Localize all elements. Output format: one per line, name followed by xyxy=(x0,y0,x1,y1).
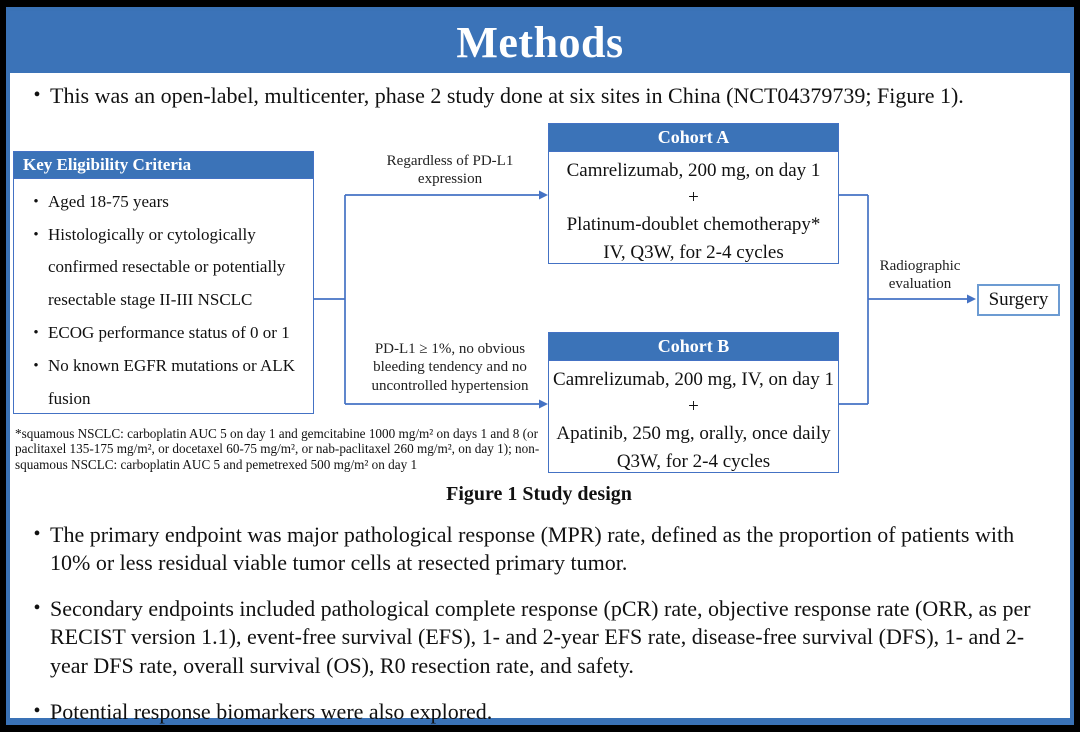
arrowhead-cohort-b xyxy=(539,399,548,409)
page-title: Methods xyxy=(456,17,624,67)
bullet-dot: • xyxy=(33,193,39,210)
bullet-dot: • xyxy=(33,596,41,619)
eligibility-item: • Histologically or cytologically confir… xyxy=(24,219,305,317)
eligibility-list: • Aged 18-75 years • Histologically or c… xyxy=(14,186,313,416)
flow-connectors xyxy=(314,190,976,409)
cohort-b-box: Cohort B Camrelizumab, 200 mg, IV, on da… xyxy=(548,331,839,475)
cohort-b-line: Q3W, for 2-4 cycles xyxy=(616,450,771,472)
cohort-a-box: Cohort A Camrelizumab, 200 mg, on day 1 … xyxy=(548,122,839,266)
eligibility-item: • Aged 18-75 years xyxy=(24,186,305,219)
cohort-b-body: Camrelizumab, 200 mg, IV, on day 1 + Apa… xyxy=(549,361,838,475)
cohort-a-line: IV, Q3W, for 2-4 cycles xyxy=(603,241,784,263)
bullet-dot: • xyxy=(33,357,39,374)
eligibility-box: Key Eligibility Criteria • Aged 18-75 ye… xyxy=(13,150,314,416)
eligibility-header: Key Eligibility Criteria xyxy=(14,151,313,179)
figure-caption: Figure 1 Study design xyxy=(446,482,632,505)
biomarkers-bullet: • Potential response biomarkers were als… xyxy=(24,698,1050,727)
slide-content: • This was an open-label, multicenter, p… xyxy=(10,73,1070,724)
bullet-dot: • xyxy=(33,324,39,341)
chemotherapy-footnote: *squamous NSCLC: carboplatin AUC 5 on da… xyxy=(15,425,540,472)
primary-endpoint-bullet: • The primary endpoint was major patholo… xyxy=(24,521,1050,578)
cohort-b-header: Cohort B xyxy=(549,332,838,361)
eligibility-item: • No known EGFR mutations or ALK fusion xyxy=(24,350,305,416)
methods-slide: Methods • This was an open-label, multic… xyxy=(6,7,1074,725)
bullet-dot: • xyxy=(33,226,39,243)
surgery-box: Surgery xyxy=(977,283,1060,316)
bullet-dot: • xyxy=(33,699,41,722)
slide-title-bar: Methods xyxy=(10,11,1070,73)
bullet-dot: • xyxy=(33,84,41,106)
eligibility-item: • ECOG performance status of 0 or 1 xyxy=(24,317,305,350)
cohort-a-line: + xyxy=(688,186,699,208)
arrowhead-cohort-a xyxy=(539,190,548,200)
cohort-a-line: Camrelizumab, 200 mg, on day 1 xyxy=(566,159,821,181)
cohort-a-line: Platinum-doublet chemotherapy* xyxy=(566,214,821,236)
cohort-a-header: Cohort A xyxy=(549,123,838,152)
branch-label-cohort-a: Regardless of PD-L1 expression xyxy=(386,152,514,188)
cohort-b-line: Apatinib, 250 mg, orally, once daily xyxy=(556,423,831,445)
endpoint-bullets: • The primary endpoint was major patholo… xyxy=(10,513,1070,727)
cohort-a-body: Camrelizumab, 200 mg, on day 1 + Platinu… xyxy=(549,152,838,266)
cohort-b-line: + xyxy=(688,395,699,417)
bullet-dot: • xyxy=(33,522,41,545)
radiographic-evaluation-label: Radiographic evaluation xyxy=(879,257,961,293)
intro-bullet: • This was an open-label, multicenter, p… xyxy=(10,73,1070,111)
intro-bullet-text: This was an open-label, multicenter, pha… xyxy=(50,83,964,108)
arrowhead-surgery xyxy=(967,294,976,304)
study-design-diagram: Key Eligibility Criteria • Aged 18-75 ye… xyxy=(10,121,1068,513)
secondary-endpoints-bullet: • Secondary endpoints included pathologi… xyxy=(24,595,1050,681)
branch-label-cohort-b: PD-L1 ≥ 1%, no obvious bleeding tendency… xyxy=(371,340,529,395)
cohort-b-line: Camrelizumab, 200 mg, IV, on day 1 xyxy=(553,368,834,390)
